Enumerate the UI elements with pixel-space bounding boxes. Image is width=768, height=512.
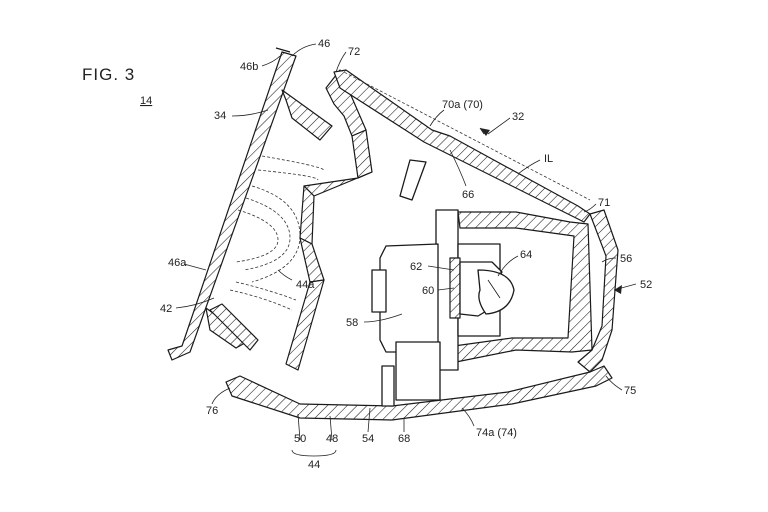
label-52: 52 (640, 279, 652, 291)
label-54: 54 (362, 433, 374, 445)
label-71: 71 (598, 197, 610, 209)
label-44: 44 (308, 459, 320, 471)
label-76: 76 (206, 405, 218, 417)
label-64: 64 (520, 249, 532, 261)
label-42: 42 (160, 303, 172, 315)
label-74a: 74a (74) (476, 427, 517, 439)
light-source-62 (449, 257, 515, 319)
label-62: 62 (410, 261, 422, 273)
label-75: 75 (624, 385, 636, 397)
figure-reference-number: 14 (140, 95, 152, 107)
label-70a: 70a (70) (442, 99, 483, 111)
label-46a: 46a (168, 257, 187, 269)
label-72: 72 (348, 46, 360, 58)
label-46: 46 (318, 38, 330, 50)
label-44a: 44a (296, 279, 315, 291)
label-32: 32 (512, 111, 524, 123)
dashed-recess (229, 155, 325, 311)
label-58: 58 (346, 317, 358, 329)
pointer-arrows (480, 128, 622, 294)
figure-title: FIG. 3 (82, 65, 135, 84)
label-34: 34 (214, 110, 226, 122)
label-IL: IL (544, 153, 553, 165)
reference-labels: 46 46b 72 34 70a (70) 32 66 IL 71 64 62 … (160, 38, 652, 471)
label-48: 48 (326, 433, 338, 445)
label-60: 60 (422, 285, 434, 297)
label-68: 68 (398, 433, 410, 445)
housing-44 (209, 69, 619, 421)
label-66: 66 (462, 189, 474, 201)
lamp-body-58 (371, 159, 501, 407)
label-46b: 46b (240, 61, 258, 73)
label-50: 50 (294, 433, 306, 445)
label-56: 56 (620, 253, 632, 265)
leader-lines (175, 43, 637, 457)
